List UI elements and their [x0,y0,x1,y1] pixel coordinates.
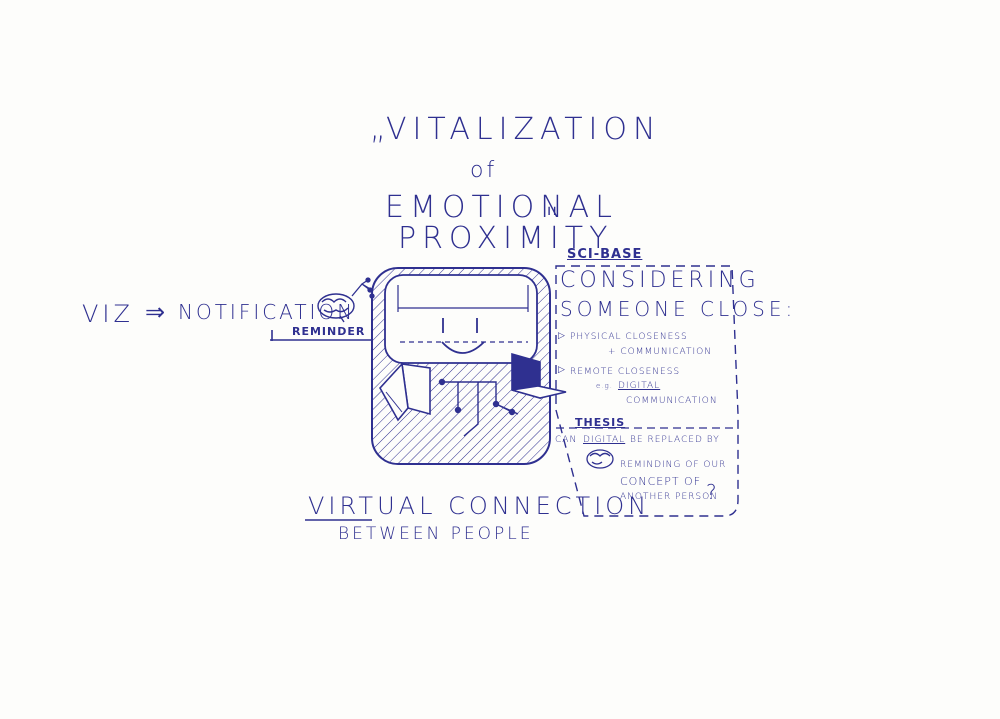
bullet-2-digital: DIGITAL [618,381,661,391]
central-illustration [371,267,551,465]
bullet-2-icon: ▷ [558,365,566,375]
network-icon [351,277,375,299]
bullet-1-line-1: PHYSICAL CLOSENESS [570,332,688,342]
title-line-1: „VITALIZATION [370,112,662,147]
thesis-heading: THESIS [575,416,626,429]
bullet-2-line-3: COMMUNICATION [626,396,718,406]
brain-icon-small [586,449,614,469]
title-line-4: PROXIMITY [398,221,614,256]
thesis-line-1-suffix: BE REPLACED BY [630,435,720,445]
laptop-icon-right [511,352,567,400]
thesis-line-3: CONCEPT OF [620,475,702,488]
considering-line-2: SOMEONE CLOSE: [560,297,797,321]
laptop-icon [379,362,431,422]
thesis-line-1-digital: DIGITAL [583,435,626,445]
viz-label: VIZ [82,300,134,328]
caption-line-1: VIRTUAL CONNECTION [308,492,651,520]
title-line-3: EMOTIONAL [385,190,618,225]
considering-line-1: CONSIDERING [560,268,760,293]
thesis-line-2: REMINDING OF OUR [620,460,727,470]
thesis-line-1-prefix: CAN [555,435,578,445]
network-lines [438,378,519,437]
thesis-question-mark: ? [706,480,721,504]
notification-label: NOTIFICATION [178,300,356,324]
bullet-1-line-2: + COMMUNICATION [608,347,712,357]
reminder-label: REMINDER [292,325,366,338]
arrow-icon: ⇒ [145,298,170,326]
bullet-2-line-1: REMOTE CLOSENESS [570,367,681,377]
sci-base-heading: SCI-BASE [567,247,643,262]
bullet-1-icon: ▷ [558,331,566,341]
title-line-2: of [470,158,498,183]
bullet-2-eg: e.g. [596,382,613,390]
smiley-face-icon [441,318,485,354]
title-close-quote: " [545,202,565,237]
caption-line-2: BETWEEN PEOPLE [338,524,534,544]
